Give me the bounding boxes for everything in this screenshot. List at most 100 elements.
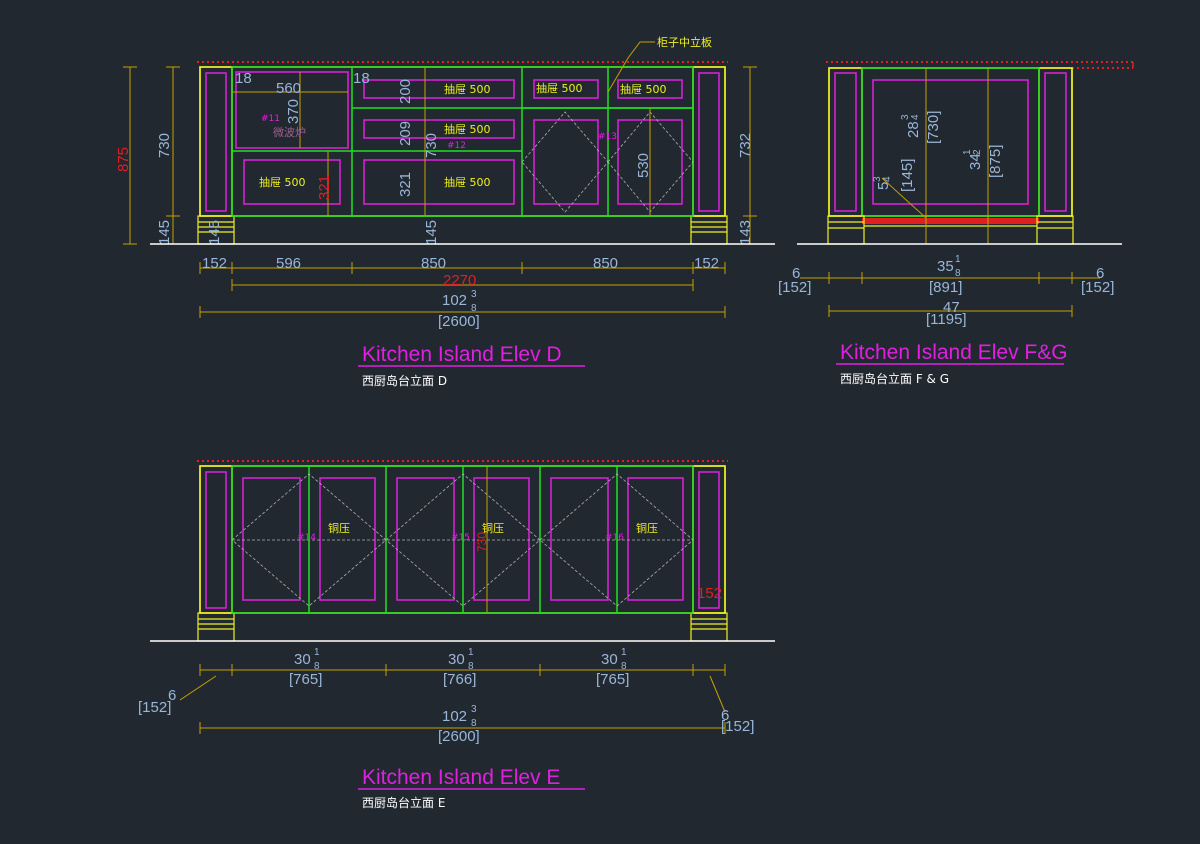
dim-num: 3	[471, 704, 477, 715]
fg-dim-right: 6 [152]	[1081, 265, 1114, 296]
tag-14: #14	[297, 533, 316, 543]
cabinet-outline	[828, 67, 1073, 217]
drawer-label: 抽屉 500	[444, 82, 491, 96]
dim-num: 1	[621, 647, 627, 658]
tag-12: #12	[447, 141, 466, 151]
dim-num: 3	[872, 176, 883, 182]
fg-dim-center: 35 1 8 [891]	[929, 254, 962, 296]
dim-whole: 28	[905, 121, 922, 138]
dim-145-pilaster: 145	[206, 220, 223, 245]
dim-mm: [891]	[929, 279, 962, 296]
leader-note: 柜子中立板	[657, 35, 712, 49]
elev-e-subtitle: 西厨岛台立面 E	[362, 795, 445, 810]
dim-152-right: 152	[694, 255, 719, 272]
e-dim-overall: 102 3 8 [2600]	[438, 704, 480, 745]
drawer-label: 抽屉 500	[444, 175, 491, 189]
e-glass-diagonals	[231, 473, 694, 607]
fg-inner-dim-730: 28 3 4 [730]	[900, 111, 942, 144]
dim-den: 2	[972, 149, 983, 155]
dim-321: 321	[397, 172, 414, 197]
dim-whole: 34	[967, 153, 984, 170]
tag-11: #11	[261, 114, 280, 124]
dim-den: 4	[910, 114, 921, 120]
appliance-label: 微波炉	[273, 125, 306, 139]
elevation-d: 柜子中立板 18 560 18 875 730 145 145 370 200 …	[115, 35, 775, 388]
fg-dim-overall: 47 [1195]	[926, 299, 967, 328]
dim-whole: 47	[943, 299, 960, 316]
dim-370: 370	[285, 99, 302, 124]
elevation-e: 铜压 铜压 铜压 #14 #15 #16 152 730 30 1 8 [765…	[138, 460, 775, 810]
elev-fg-title: Kitchen Island Elev F&G	[840, 341, 1068, 364]
dim-whole: 6	[168, 687, 176, 704]
dim-mm: [875]	[987, 145, 1004, 178]
fg-bottom-dim-lines	[800, 272, 1100, 317]
dim-mm: [765]	[596, 671, 629, 688]
dim-mm: [1195]	[926, 311, 967, 328]
dim-whole: 30	[601, 651, 618, 668]
left-pilaster-panel	[834, 72, 857, 212]
dim-730-left: 730	[156, 133, 173, 158]
dim-596: 596	[276, 255, 301, 272]
right-pilaster	[1038, 67, 1073, 217]
drawer-label: 抽屉 500	[620, 82, 667, 96]
dim-321-red: 321	[316, 175, 333, 200]
e-dim-left: 6 [152]	[138, 687, 176, 716]
dim-mm: [152]	[138, 699, 171, 716]
dim-num: 3	[900, 114, 911, 120]
dim-den: 8	[314, 661, 320, 672]
dim-18-left: 18	[235, 70, 252, 87]
drawer-label: 抽屉 500	[536, 81, 583, 95]
e-dim-seg-1: 30 1 8 [765]	[289, 647, 322, 688]
dim-mm: [730]	[925, 111, 942, 144]
dim-num: 1	[955, 254, 961, 265]
dim-num: 1	[962, 149, 973, 155]
fg-inner-dim-lines	[881, 68, 989, 244]
dim-num: 1	[468, 647, 474, 658]
fg-dim-left: 6 [152]	[778, 265, 811, 296]
dim-mm: [152]	[1081, 279, 1114, 296]
drawer-label: 抽屉 500	[259, 175, 306, 189]
left-pilaster-panel	[205, 72, 227, 212]
dim-850-a: 850	[421, 255, 446, 272]
dim-18-right: 18	[353, 70, 370, 87]
dim-mm: [152]	[778, 279, 811, 296]
dim-den: 8	[471, 718, 477, 729]
dim-732: 732	[737, 133, 754, 158]
left-foot	[197, 215, 235, 245]
drawer-label: 抽屉 500	[444, 122, 491, 136]
tag-13: #13	[598, 132, 617, 142]
dim-den: 8	[621, 661, 627, 672]
elev-d-title: Kitchen Island Elev D	[362, 343, 562, 366]
fg-inner-dim-145: 5 3 4 [145]	[872, 159, 916, 192]
side-body	[861, 67, 1040, 217]
left-pilaster	[199, 465, 233, 614]
panel-label: 铜压	[482, 521, 504, 535]
left-dim-lines	[123, 66, 757, 245]
dim-mm: [2600]	[438, 728, 480, 745]
fg-inner-dim-875: 34 1 2 [875]	[962, 145, 1004, 178]
dim-whole: 102	[442, 708, 467, 725]
panel-label: 铜压	[636, 521, 658, 535]
dim-875: 875	[115, 147, 132, 172]
dim-145-left: 145	[156, 220, 173, 245]
e-door-panels	[242, 477, 684, 601]
side-panel	[872, 79, 1029, 205]
e-bottom-dim-lines	[179, 664, 726, 734]
dim-whole: 5	[875, 182, 892, 190]
left-pilaster	[828, 67, 863, 217]
e-feet	[197, 612, 728, 642]
dim-200: 200	[397, 79, 414, 104]
dim-den: 8	[468, 661, 474, 672]
tag-16: #16	[605, 533, 624, 543]
dim-2270: 2270	[443, 272, 476, 289]
tag-15: #15	[451, 533, 470, 543]
panel-label: 铜压	[328, 521, 350, 535]
dim-143: 143	[737, 220, 754, 245]
dim-num: 1	[314, 647, 320, 658]
e-dim-right: 6 [152]	[721, 707, 754, 735]
left-pilaster	[199, 66, 233, 217]
dim-730-mid: 730	[423, 133, 440, 158]
dim-whole: 6	[1096, 265, 1104, 282]
right-pilaster-panel	[698, 72, 720, 212]
